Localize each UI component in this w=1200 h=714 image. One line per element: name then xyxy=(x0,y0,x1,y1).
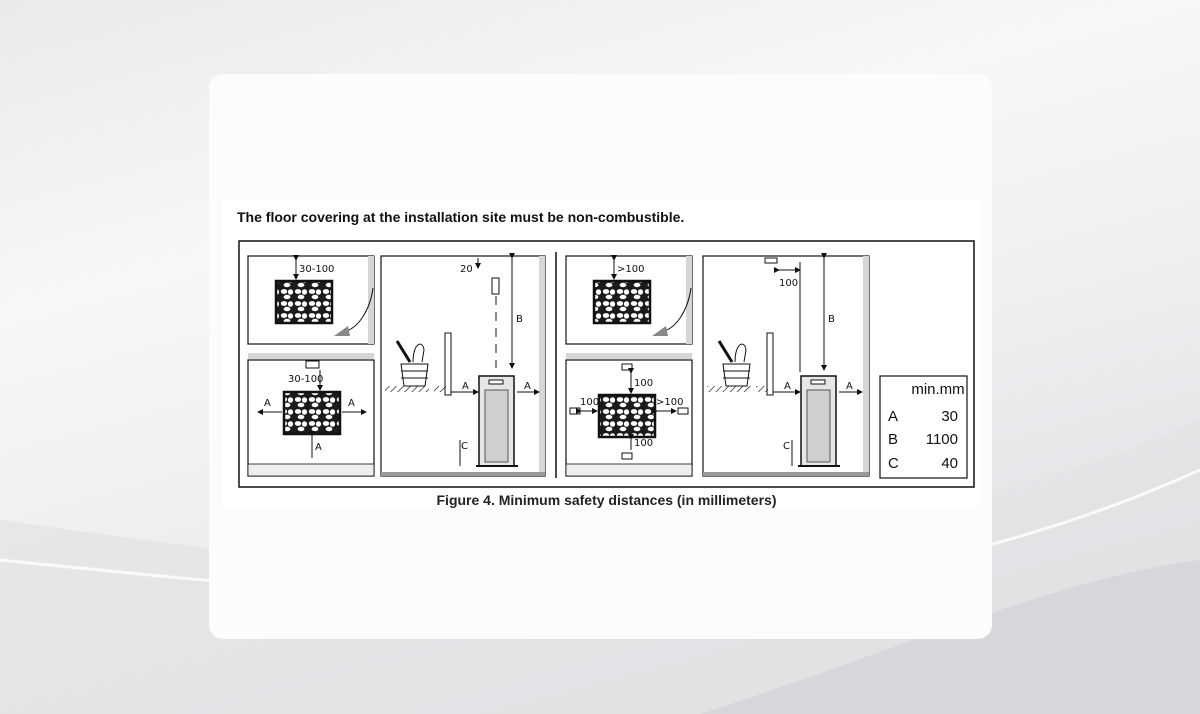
dim-30-100-bottom-left: 30-100 xyxy=(288,374,323,385)
table-header: min.mm xyxy=(911,381,964,398)
dim-gt100-top-right: >100 xyxy=(617,264,644,275)
dim-30-100-top-left: 30-100 xyxy=(299,264,334,275)
plan-wall-left: 30-100 A A A xyxy=(247,353,375,477)
dim-a-right-1: A xyxy=(784,381,791,392)
safety-distance-figure: 30-100 30-100 A A A 20 B xyxy=(238,240,975,488)
dim-100-top: 100 xyxy=(634,378,653,389)
dim-c-right: C xyxy=(783,441,790,452)
table-key-a: A xyxy=(888,408,898,425)
min-distance-table: min.mm A 30 B 1100 C 40 xyxy=(879,375,968,479)
table-key-b: B xyxy=(888,431,898,448)
plan-wall-right: 100 100 >100 100 xyxy=(565,353,693,477)
dim-a-left-3: A xyxy=(315,442,322,453)
elevation-left: 20 B A A C xyxy=(380,253,546,477)
dim-c-left: C xyxy=(461,441,468,452)
dim-100-bottom: 100 xyxy=(634,438,653,449)
dim-b-left: B xyxy=(516,314,523,325)
plan-corner-left: 30-100 xyxy=(247,255,375,345)
table-value-c: 40 xyxy=(941,455,958,472)
table-key-c: C xyxy=(888,455,899,472)
plan-corner-right: >100 xyxy=(565,255,693,345)
elevation-right: 100 B A A C xyxy=(702,253,870,477)
dim-a-left-1: A xyxy=(264,398,271,409)
table-value-b: 1100 xyxy=(926,431,958,448)
dim-a-right-2: A xyxy=(846,381,853,392)
dim-gt100-right: >100 xyxy=(656,397,683,408)
dim-b-right: B xyxy=(828,314,835,325)
figure-caption: Figure 4. Minimum safety distances (in m… xyxy=(436,492,777,508)
dim-a-left-2: A xyxy=(348,398,355,409)
dim-100-elevation: 100 xyxy=(779,278,798,289)
dim-20: 20 xyxy=(460,264,473,275)
dim-100-left: 100 xyxy=(580,397,599,408)
table-value-a: 30 xyxy=(941,408,958,425)
dim-a-left-4: A xyxy=(462,381,469,392)
dim-a-left-5: A xyxy=(524,381,531,392)
page-heading: The floor covering at the installation s… xyxy=(237,209,685,225)
